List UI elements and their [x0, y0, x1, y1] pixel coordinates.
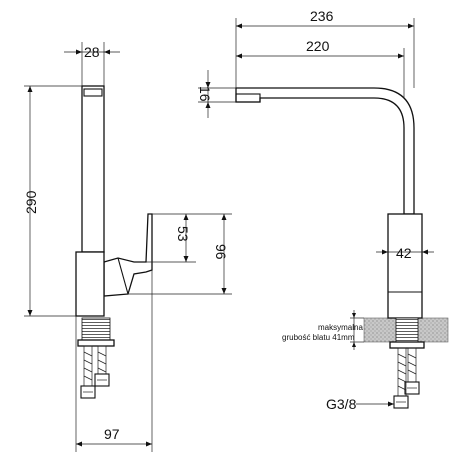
dim-countertop	[350, 310, 364, 350]
thread-callout: G3/8	[326, 396, 394, 412]
dim-handle-small: 53	[146, 213, 196, 263]
mounting-shank-front	[395, 317, 419, 343]
dim-label-96: 96	[213, 244, 229, 260]
dim-label-290: 290	[23, 190, 39, 214]
dim-label-42: 42	[396, 245, 412, 261]
dim-height: 290	[23, 85, 82, 317]
dim-label-53: 53	[175, 226, 191, 242]
side-view: 28 290 53 96	[23, 42, 232, 452]
dim-label-220: 220	[306, 38, 330, 54]
dim-top-width: 28	[64, 42, 120, 86]
supply-hoses-front	[393, 347, 420, 409]
thread-label: G3/8	[326, 396, 357, 412]
note-max-thickness-line2: grubość blatu 41mm	[282, 333, 355, 342]
spout-arm	[235, 87, 415, 215]
dim-label-28: 28	[84, 44, 100, 60]
faucet-body	[75, 251, 105, 317]
aerator	[83, 88, 103, 97]
dim-handle-large: 96	[128, 213, 232, 295]
note-max-thickness-line1: maksymalna	[318, 323, 363, 332]
dim-spout-total: 236	[235, 8, 415, 88]
spout-tube	[81, 85, 105, 253]
mounting-shank	[81, 317, 111, 341]
dim-spout-reach: 220	[236, 38, 405, 98]
lever-handle	[103, 213, 153, 297]
dim-base-width: 97	[75, 270, 153, 452]
faucet-body-front	[387, 213, 423, 319]
dim-body-diameter: 42	[376, 245, 434, 261]
dim-label-16: 16	[197, 86, 213, 102]
supply-hoses	[80, 345, 110, 399]
dim-spout-tip: 16	[197, 70, 236, 118]
front-view: 236 220 16 42 maks	[197, 8, 449, 412]
dim-label-236: 236	[310, 8, 334, 24]
dim-label-97: 97	[104, 426, 120, 442]
